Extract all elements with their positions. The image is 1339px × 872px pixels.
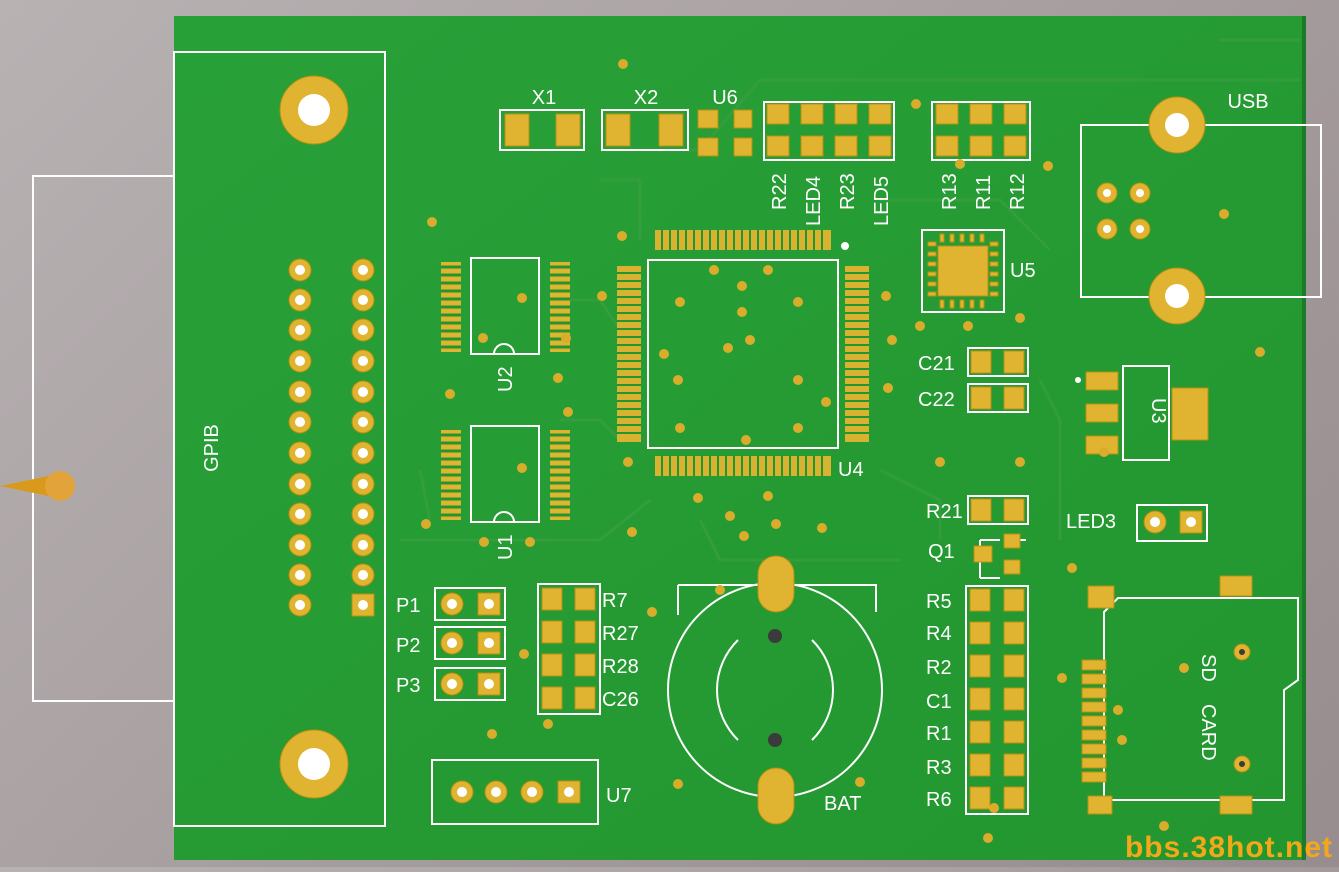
cursor-dot-icon xyxy=(45,471,75,501)
label-r27: R27 xyxy=(602,623,639,645)
label-led3: LED3 xyxy=(1066,511,1116,533)
headers-p1-p3: P1 P2 P3 xyxy=(396,587,506,701)
label-u1: U1 xyxy=(495,534,517,560)
label-card: CARD xyxy=(1197,704,1219,761)
usb-connector: USB xyxy=(1080,91,1322,325)
label-usb: USB xyxy=(1227,91,1268,113)
u3-regulator: U3 xyxy=(1075,365,1209,461)
label-r4: R4 xyxy=(926,623,952,645)
label-r12: R12 xyxy=(1007,173,1029,210)
u2-chip: U2 xyxy=(441,257,570,392)
label-r13: R13 xyxy=(939,173,961,210)
label-r1: R1 xyxy=(926,723,952,745)
label-p1: P1 xyxy=(396,595,420,617)
u1-chip: U1 xyxy=(441,425,570,560)
u6-chip: U6 xyxy=(697,87,753,157)
sd-card-slot: SD CARD xyxy=(1081,575,1299,815)
label-r3: R3 xyxy=(926,757,952,779)
label-c21: C21 xyxy=(918,353,955,375)
label-r28: R28 xyxy=(602,656,639,678)
label-r5: R5 xyxy=(926,591,952,613)
label-p3: P3 xyxy=(396,675,420,697)
resistor-column: R5 R4 R2 C1 R1 R3 R6 xyxy=(926,585,1029,815)
label-r6: R6 xyxy=(926,789,952,811)
label-x2: X2 xyxy=(634,87,658,109)
label-c22: C22 xyxy=(918,389,955,411)
gpib-pins xyxy=(288,258,375,617)
label-u5: U5 xyxy=(1010,260,1036,282)
led3: LED3 xyxy=(1066,504,1208,542)
led-resistor-array: R22 LED4 R23 LED5 xyxy=(763,101,895,226)
label-u7: U7 xyxy=(606,785,632,807)
resistor-array-r11-r13: R13 R11 R12 xyxy=(931,101,1031,210)
label-q1: Q1 xyxy=(928,541,955,563)
vias xyxy=(421,59,1265,843)
label-c1: C1 xyxy=(926,691,952,713)
cursor-arrow-icon xyxy=(0,474,58,498)
u4-chip: U4 xyxy=(617,230,869,481)
label-r22: R22 xyxy=(769,173,791,210)
label-c26: C26 xyxy=(602,689,639,711)
gpib-label: GPIB xyxy=(201,424,223,472)
label-bat: BAT xyxy=(824,793,861,815)
label-u4: U4 xyxy=(838,459,864,481)
gpib-connector: GPIB xyxy=(32,51,386,827)
label-r11: R11 xyxy=(973,175,995,210)
label-r7: R7 xyxy=(602,590,628,612)
r21-q1: R21 Q1 xyxy=(926,495,1029,579)
label-u3: U3 xyxy=(1147,398,1169,424)
label-led4: LED4 xyxy=(803,176,825,226)
label-sd: SD xyxy=(1197,654,1219,682)
label-r23: R23 xyxy=(837,173,859,210)
capacitors-c21-c22: C21 C22 xyxy=(918,347,1029,413)
label-r21: R21 xyxy=(926,501,963,523)
label-u6: U6 xyxy=(712,87,738,109)
label-r2: R2 xyxy=(926,657,952,679)
u5-chip: U5 xyxy=(921,229,1036,313)
u7-header: U7 xyxy=(431,759,632,825)
label-x1: X1 xyxy=(532,87,556,109)
x2-crystal: X2 xyxy=(601,87,689,151)
label-p2: P2 xyxy=(396,635,420,657)
x1-crystal: X1 xyxy=(499,87,585,151)
label-u2: U2 xyxy=(495,366,517,392)
watermark-text: bbs.38hot.net xyxy=(1124,831,1333,864)
resistors-r7-c26: R7 R27 R28 C26 xyxy=(537,583,639,715)
battery-holder: BAT xyxy=(667,555,883,825)
label-led5: LED5 xyxy=(871,176,893,226)
